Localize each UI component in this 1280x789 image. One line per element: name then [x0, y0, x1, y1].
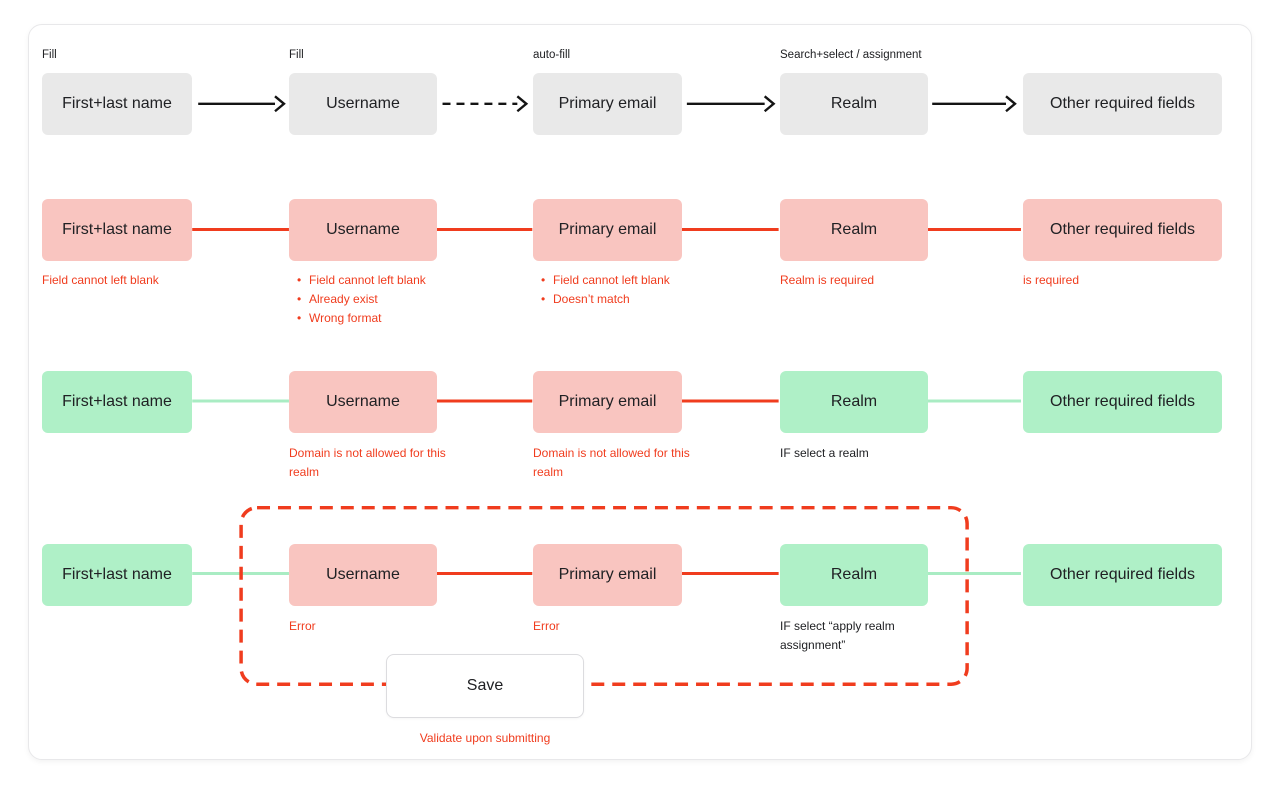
node-first-last-name: First+last name	[42, 544, 192, 606]
step-annotation-autofill: auto-fill	[533, 49, 571, 61]
arrow-head-icon	[1005, 95, 1017, 113]
node-primary-email: Primary email	[533, 199, 682, 261]
step-annotation-fill-2: Fill	[289, 49, 304, 61]
node-primary-email: Primary email	[533, 73, 682, 135]
step-annotation-fill-1: Fill	[42, 49, 57, 61]
error-message: Error	[533, 619, 560, 633]
node-first-last-name: First+last name	[42, 199, 192, 261]
step-annotation-search-select: Search+select / assignment	[780, 49, 922, 61]
arrow-head-icon	[763, 95, 776, 113]
node-username: Username	[289, 199, 437, 261]
error-message: Already exist	[296, 290, 426, 309]
error-message: is required	[1023, 273, 1080, 287]
error-message: Doesn’t match	[540, 290, 670, 309]
error-message: Field cannot left blank	[42, 273, 159, 287]
save-button[interactable]: Save	[386, 654, 584, 718]
connector-layer	[192, 95, 1021, 686]
error-message: Wrong format	[296, 309, 426, 328]
node-first-last-name: First+last name	[42, 73, 192, 135]
node-realm: Realm	[780, 544, 928, 606]
error-message: Domain is not allowed for this realm	[533, 446, 690, 479]
error-message: Error	[289, 619, 316, 633]
node-other-required-fields: Other required fields	[1023, 73, 1222, 135]
node-username: Username	[289, 544, 437, 606]
node-primary-email: Primary email	[533, 371, 682, 433]
node-username: Username	[289, 371, 437, 433]
node-primary-email: Primary email	[533, 544, 682, 606]
node-other-required-fields: Other required fields	[1023, 371, 1222, 433]
error-message-list: Field cannot left blank Already exist Wr…	[296, 271, 426, 328]
node-username: Username	[289, 73, 437, 135]
node-other-required-fields: Other required fields	[1023, 199, 1222, 261]
error-message: Realm is required	[780, 273, 875, 287]
node-first-last-name: First+last name	[42, 371, 192, 433]
arrow-head-icon	[516, 95, 529, 113]
error-message: Domain is not allowed for this realm	[289, 446, 446, 479]
validation-note: Validate upon submitting	[419, 731, 551, 745]
flow-diagram-card: Fill Fill auto-fill Search+select / assi…	[28, 24, 1252, 760]
error-message-list: Field cannot left blank Doesn’t match	[540, 271, 670, 309]
condition-note: IF select a realm	[780, 446, 869, 460]
validation-scope-dashed-box	[239, 505, 969, 686]
node-other-required-fields: Other required fields	[1023, 544, 1222, 606]
error-message: Field cannot left blank	[540, 271, 670, 290]
condition-note: IF select “apply realm assignment”	[780, 619, 895, 652]
node-realm: Realm	[780, 199, 928, 261]
node-realm: Realm	[780, 371, 928, 433]
node-realm: Realm	[780, 73, 928, 135]
arrow-head-icon	[274, 95, 286, 113]
error-message: Field cannot left blank	[296, 271, 426, 290]
